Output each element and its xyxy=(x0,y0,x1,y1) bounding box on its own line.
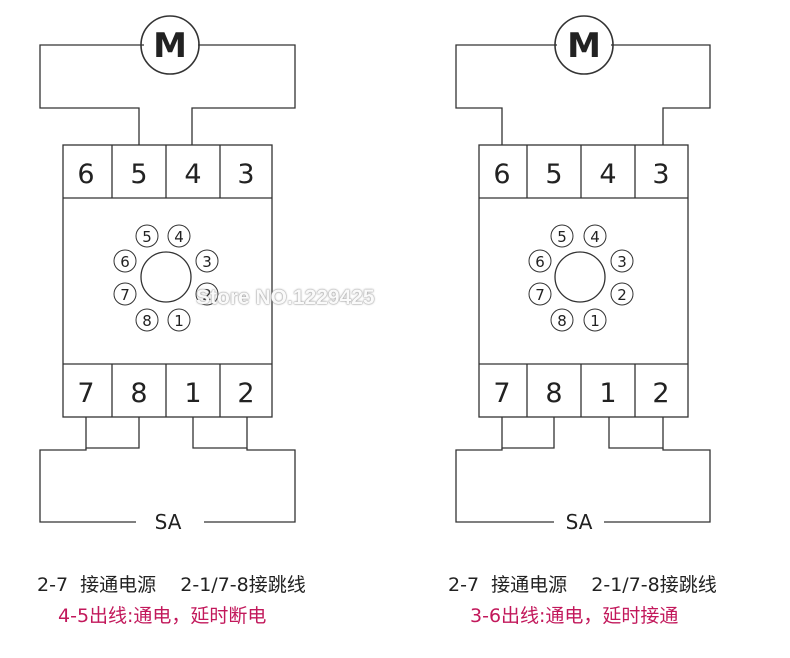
right-jumper-1-2 xyxy=(608,417,664,449)
left-switch-wire xyxy=(39,448,296,523)
right-top-terminal: 5 xyxy=(545,159,562,190)
left-socket-pin: 2 xyxy=(202,286,212,304)
right-bottom-terminal: 7 xyxy=(493,378,510,409)
right-socket-pin: 3 xyxy=(617,253,627,271)
right-diagram xyxy=(455,15,711,523)
left-top-terminal: 6 xyxy=(77,159,94,190)
left-caption-line1: 2-7 接通电源 2-1/7-8接跳线 xyxy=(37,574,306,596)
right-socket-pin: 4 xyxy=(590,228,600,246)
left-jumper-1-2 xyxy=(192,417,248,449)
right-bottom-terminal: 2 xyxy=(652,378,669,409)
right-top-terminal: 3 xyxy=(652,159,669,190)
right-caption-line1: 2-7 接通电源 2-1/7-8接跳线 xyxy=(448,574,717,596)
left-socket-pin: 1 xyxy=(174,312,184,330)
left-motor-wire xyxy=(39,44,296,145)
right-socket-pin: 1 xyxy=(590,312,600,330)
left-jumper-7-8 xyxy=(85,417,140,449)
right-bottom-terminal: 8 xyxy=(545,378,562,409)
left-top-terminal: 4 xyxy=(184,159,201,190)
right-socket-pin: 8 xyxy=(557,312,567,330)
left-top-terminal: 3 xyxy=(237,159,254,190)
left-bottom-terminal: 1 xyxy=(184,378,201,409)
left-center-hole xyxy=(140,251,192,303)
left-bottom-terminal: 7 xyxy=(77,378,94,409)
left-top-terminal: 5 xyxy=(130,159,147,190)
right-motor-circle xyxy=(554,15,614,75)
right-switch-label: SA xyxy=(566,510,593,534)
left-caption-line2: 4-5出线:通电，延时断电 xyxy=(58,605,267,627)
right-motor-label: M xyxy=(567,26,601,66)
right-center-hole xyxy=(554,251,606,303)
right-relay-body xyxy=(478,144,689,418)
left-socket-pin: 6 xyxy=(120,253,130,271)
right-bottom-terminal: 1 xyxy=(599,378,616,409)
right-socket-pin: 2 xyxy=(617,286,627,304)
left-switch-label: SA xyxy=(155,510,182,534)
left-socket-pin: 8 xyxy=(142,312,152,330)
left-motor-label: M xyxy=(153,26,187,66)
left-motor-circle xyxy=(140,15,200,75)
right-jumper-7-8 xyxy=(501,417,555,449)
right-motor-wire xyxy=(455,44,711,145)
right-socket-pin: 6 xyxy=(535,253,545,271)
store-watermark: Store NO.1229425 xyxy=(196,286,375,309)
right-top-terminal: 4 xyxy=(599,159,616,190)
left-socket-pin: 3 xyxy=(202,253,212,271)
left-bottom-terminal: 2 xyxy=(237,378,254,409)
left-bottom-terminal: 8 xyxy=(130,378,147,409)
right-socket-pin: 7 xyxy=(535,286,545,304)
right-top-terminal: 6 xyxy=(493,159,510,190)
right-socket-pin: 5 xyxy=(557,228,567,246)
right-caption-line2: 3-6出线:通电，延时接通 xyxy=(470,605,679,627)
left-relay-body xyxy=(62,144,273,418)
left-socket-pin: 5 xyxy=(142,228,152,246)
left-socket-pin: 4 xyxy=(174,228,184,246)
left-socket-pin: 7 xyxy=(120,286,130,304)
left-diagram xyxy=(39,15,296,523)
right-switch-wire xyxy=(455,448,711,523)
